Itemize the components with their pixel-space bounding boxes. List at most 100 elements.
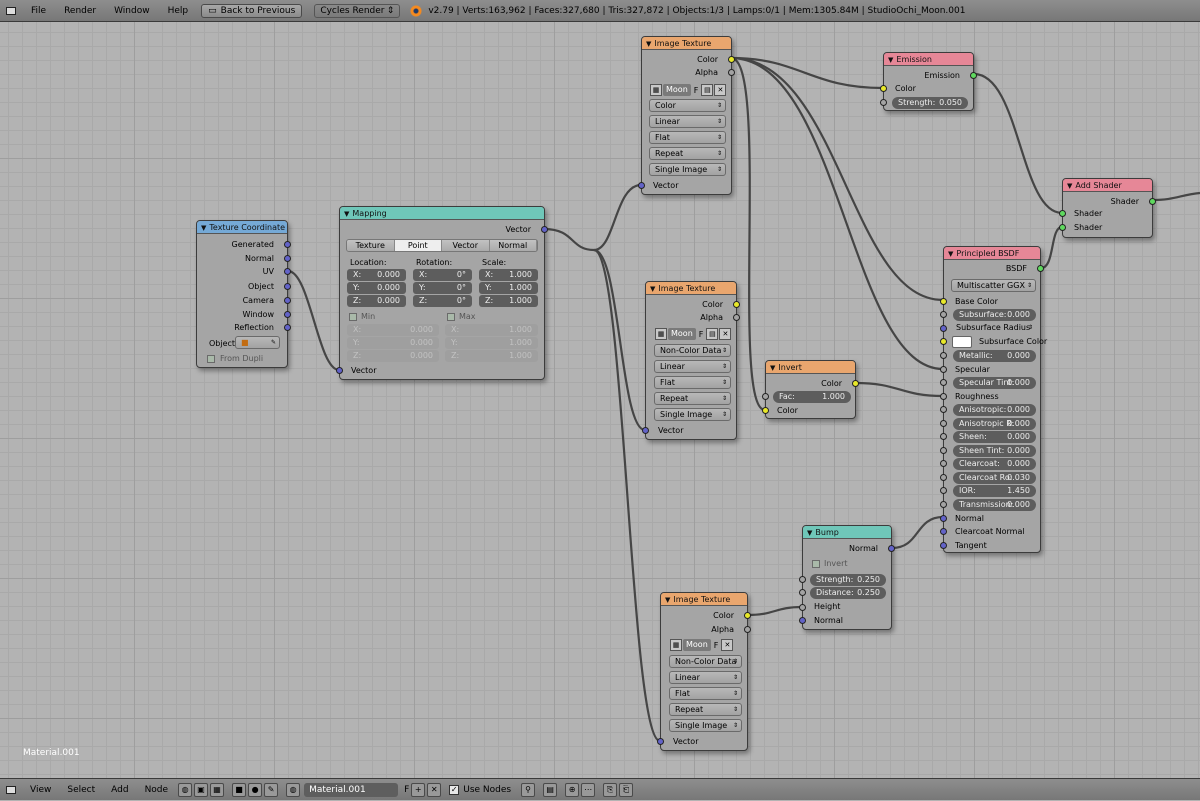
menu-view[interactable]: View — [30, 784, 52, 795]
clearcoat-roughness-slider[interactable]: Clearcoat Ro:0.030 — [953, 472, 1036, 484]
pin-icon[interactable]: ⚲ — [521, 782, 536, 797]
sheen-slider[interactable]: Sheen:0.000 — [953, 431, 1036, 443]
socket-shader-1-in[interactable] — [1059, 210, 1066, 217]
unlink-material-icon[interactable]: ✕ — [427, 782, 442, 797]
node-header[interactable]: ▼Bump — [803, 526, 891, 539]
rotation-z-field[interactable]: Z:0° — [413, 295, 472, 307]
node-add-shader[interactable]: ▼Add Shader Shader Shader Shader — [1059, 178, 1156, 238]
socket-generated[interactable] — [284, 241, 291, 248]
socket-transmission-in[interactable] — [940, 501, 947, 508]
eyedropper-icon[interactable]: ✎ — [270, 339, 276, 346]
rotation-y-field[interactable]: Y:0° — [413, 282, 472, 294]
socket-clearcoat-in[interactable] — [940, 460, 947, 467]
node-emission[interactable]: ▼Emission Emission Color Strength:0.050 — [880, 52, 977, 111]
location-y-field[interactable]: Y:0.000 — [347, 282, 406, 294]
socket-color-out[interactable] — [728, 56, 735, 63]
max-checkbox[interactable] — [447, 313, 455, 321]
image-browse-icon[interactable]: ▦ — [655, 328, 667, 340]
open-image-icon[interactable]: ▤ — [701, 84, 714, 96]
socket-strength-in[interactable] — [799, 576, 806, 583]
fake-user-toggle[interactable]: F — [693, 85, 699, 95]
color-space-select[interactable]: Color⇕ — [649, 99, 726, 112]
socket-clearcoat-roughness-in[interactable] — [940, 474, 947, 481]
socket-strength-in[interactable] — [880, 99, 887, 106]
node-header[interactable]: ▼Image Texture — [642, 37, 731, 50]
socket-normal-out[interactable] — [888, 545, 895, 552]
metallic-slider[interactable]: Metallic:0.000 — [953, 350, 1036, 362]
socket-alpha-out[interactable] — [744, 626, 751, 633]
min-y-field[interactable]: Y:0.000 — [347, 337, 439, 349]
socket-bsdf-out[interactable] — [1037, 265, 1044, 272]
fac-slider[interactable]: Fac:1.000 — [773, 391, 851, 403]
world-shader-icon[interactable]: ● — [248, 782, 263, 797]
socket-sheen-tint-in[interactable] — [940, 447, 947, 454]
location-x-field[interactable]: X:0.000 — [347, 269, 406, 281]
sheen-tint-slider[interactable]: Sheen Tint:0.000 — [953, 445, 1036, 457]
strength-slider[interactable]: Strength:0.050 — [892, 97, 968, 109]
socket-color-in[interactable] — [880, 85, 887, 92]
interpolation-select[interactable]: Linear⇕ — [654, 360, 731, 373]
socket-color-out[interactable] — [733, 301, 740, 308]
node-principled-bsdf[interactable]: ▼Principled BSDF BSDF Multiscatter GGX⇕ … — [940, 246, 1047, 553]
socket-shader-2-in[interactable] — [1059, 224, 1066, 231]
collapse-triangle-icon[interactable]: ▼ — [807, 529, 813, 537]
open-image-icon[interactable]: ▤ — [706, 328, 719, 340]
menu-window[interactable]: Window — [114, 5, 150, 16]
socket-height-in[interactable] — [799, 604, 806, 611]
socket-vector-in[interactable] — [642, 427, 649, 434]
socket-subsurface-in[interactable] — [940, 311, 947, 318]
material-browse-icon[interactable]: ◍ — [286, 782, 301, 797]
extension-select[interactable]: Repeat⇕ — [654, 392, 731, 405]
anisotropic-rotation-slider[interactable]: Anisotropic R:0.000 — [953, 418, 1036, 430]
socket-color-out[interactable] — [744, 612, 751, 619]
node-header[interactable]: ▼Add Shader — [1063, 179, 1152, 192]
scale-z-field[interactable]: Z:1.000 — [479, 295, 538, 307]
socket-tangent-in[interactable] — [940, 542, 947, 549]
socket-anisotropic-in[interactable] — [940, 406, 947, 413]
socket-uv[interactable] — [284, 268, 291, 275]
from-dupli-checkbox[interactable] — [207, 355, 215, 363]
socket-color-in[interactable] — [762, 407, 769, 414]
line-style-icon[interactable]: ✎ — [264, 782, 279, 797]
scale-y-field[interactable]: Y:1.000 — [479, 282, 538, 294]
close-icon[interactable]: ✕ — [721, 639, 734, 651]
add-material-icon[interactable]: + — [411, 782, 426, 797]
color-space-select[interactable]: Non-Color Data⇕ — [669, 655, 742, 668]
scale-x-field[interactable]: X:1.000 — [479, 269, 538, 281]
paste-icon[interactable]: ⎗ — [619, 782, 634, 797]
render-engine-select[interactable]: Cycles Render⇕ — [314, 3, 401, 18]
object-shader-icon[interactable]: ■ — [232, 782, 247, 797]
socket-specular-in[interactable] — [940, 366, 947, 373]
socket-vector-out[interactable] — [541, 226, 548, 233]
node-header[interactable]: ▼Image Texture — [661, 593, 747, 606]
subsurface-slider[interactable]: Subsurface:0.000 — [953, 309, 1036, 321]
node-header[interactable]: ▼Texture Coordinate — [197, 221, 287, 234]
anisotropic-slider[interactable]: Anisotropic:0.000 — [953, 404, 1036, 416]
socket-base-color-in[interactable] — [940, 298, 947, 305]
menu-file[interactable]: File — [31, 5, 47, 16]
min-z-field[interactable]: Z:0.000 — [347, 350, 439, 362]
copy-icon[interactable]: ⎘ — [603, 782, 618, 797]
tab-normal[interactable]: Normal — [489, 240, 537, 251]
collapse-triangle-icon[interactable]: ▼ — [201, 224, 207, 232]
material-name-field[interactable]: Material.001 — [304, 782, 399, 797]
socket-normal-in[interactable] — [799, 617, 806, 624]
collapse-triangle-icon[interactable]: ▼ — [646, 40, 652, 48]
texture-nodes-icon[interactable]: ▣ — [194, 782, 209, 797]
socket-camera[interactable] — [284, 297, 291, 304]
collapse-triangle-icon[interactable]: ▼ — [770, 364, 776, 372]
transmission-slider[interactable]: Transmission:0.000 — [953, 499, 1036, 511]
node-mapping[interactable]: ▼Mapping Vector Texture Point Vector Nor… — [336, 206, 548, 380]
color-space-select[interactable]: Non-Color Data⇕ — [654, 344, 731, 357]
menu-add[interactable]: Add — [111, 784, 129, 795]
node-header[interactable]: ▼Mapping — [340, 207, 544, 220]
socket-normal[interactable] — [284, 255, 291, 262]
socket-vector-in[interactable] — [638, 182, 645, 189]
source-select[interactable]: Single Image⇕ — [669, 719, 742, 732]
image-browse-icon[interactable]: ▦ — [650, 84, 662, 96]
